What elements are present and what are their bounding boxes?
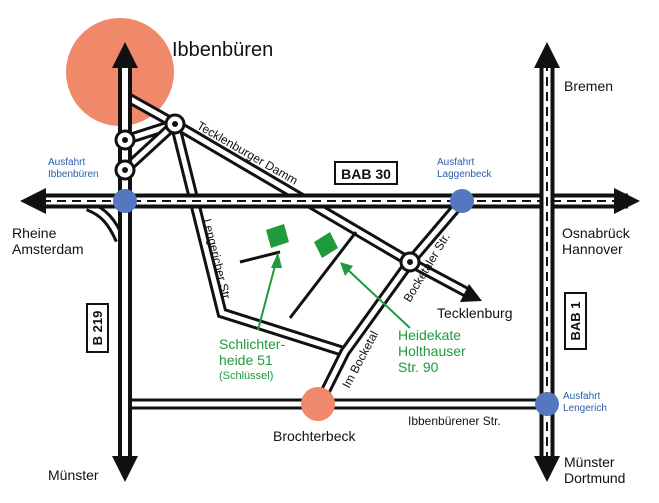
arrow-south-bab1-icon bbox=[534, 456, 560, 482]
arrow-north-bab1-icon bbox=[534, 42, 560, 68]
brochterbeck-label: Brochterbeck bbox=[273, 428, 356, 444]
exit-ibbenbueren-label-line1: Ausfahrt bbox=[48, 157, 85, 168]
arrow-east-bab30-icon bbox=[614, 188, 640, 214]
schlichterheide-pointer-icon bbox=[271, 252, 282, 268]
b219-shield bbox=[86, 303, 109, 353]
heidekate-pointer-icon bbox=[340, 262, 353, 276]
arrow-north-b219-icon bbox=[112, 42, 138, 68]
direction-east-line2: Hannover bbox=[562, 241, 623, 257]
direction-west-line2: Amsterdam bbox=[12, 241, 84, 257]
highway-shields: BAB 30 BAB 1 B 219 bbox=[86, 161, 587, 353]
exit-ibbenbueren-label-line2: Ibbenbüren bbox=[48, 169, 99, 180]
arrow-south-b219-icon bbox=[112, 456, 138, 482]
destination-flags bbox=[266, 224, 338, 258]
heidekate-label-line2: Holthauser bbox=[398, 343, 466, 359]
bab30-label: BAB 30 bbox=[341, 166, 391, 182]
schlichterheide-label-line2: heide 51 bbox=[219, 352, 273, 368]
exit-ibbenbueren-marker bbox=[113, 189, 137, 213]
direction-west-line1: Rheine bbox=[12, 225, 57, 241]
bab1-label: BAB 1 bbox=[568, 301, 583, 340]
ibbenbueren-label: Ibbenbüren bbox=[172, 39, 273, 61]
b219-label: B 219 bbox=[90, 311, 105, 346]
destination-streets bbox=[239, 231, 358, 319]
direction-east-line1: Osnabrück bbox=[562, 225, 631, 241]
bab30-shield bbox=[334, 161, 398, 185]
exit-laggenbeck-label-line1: Ausfahrt bbox=[437, 157, 474, 168]
schlichterheide-flag-icon bbox=[266, 224, 289, 248]
roundabouts bbox=[114, 113, 421, 273]
direction-north: Bremen bbox=[564, 78, 613, 94]
schlichterheide-label-line1: Schlichter- bbox=[219, 336, 285, 352]
arrow-tecklenburg-icon bbox=[460, 284, 482, 302]
heidekate-flag-icon bbox=[314, 232, 338, 258]
bab1-shield bbox=[564, 292, 587, 350]
direction-south-east-line2: Dortmund bbox=[564, 470, 625, 486]
ibbenbuerener-str-label: Ibbenbürener Str. bbox=[408, 414, 501, 428]
arrow-west-bab30-icon bbox=[20, 188, 46, 214]
direction-south-east-line1: Münster bbox=[564, 454, 615, 470]
destination-pointers bbox=[257, 252, 411, 331]
exit-lengerich-marker bbox=[535, 392, 559, 416]
direction-south-west: Münster bbox=[48, 467, 99, 483]
tecklenburger-damm-label: Tecklenburger Damm bbox=[195, 118, 301, 187]
brochterbeck-city-marker bbox=[301, 387, 335, 421]
exit-markers bbox=[113, 189, 559, 416]
heidekate-label-line3: Str. 90 bbox=[398, 359, 439, 375]
exit-laggenbeck-marker bbox=[450, 189, 474, 213]
direction-arrowheads bbox=[20, 42, 640, 482]
schlichterheide-label-note: (Schlüssel) bbox=[219, 370, 273, 382]
exit-lengerich-label-line1: Ausfahrt bbox=[563, 391, 600, 402]
heidekate-label-line1: Heidekate bbox=[398, 327, 461, 343]
exit-lengerich-label-line2: Lengerich bbox=[563, 403, 607, 414]
tecklenburg-label: Tecklenburg bbox=[437, 305, 513, 321]
exit-laggenbeck-label-line2: Laggenbeck bbox=[437, 169, 492, 180]
